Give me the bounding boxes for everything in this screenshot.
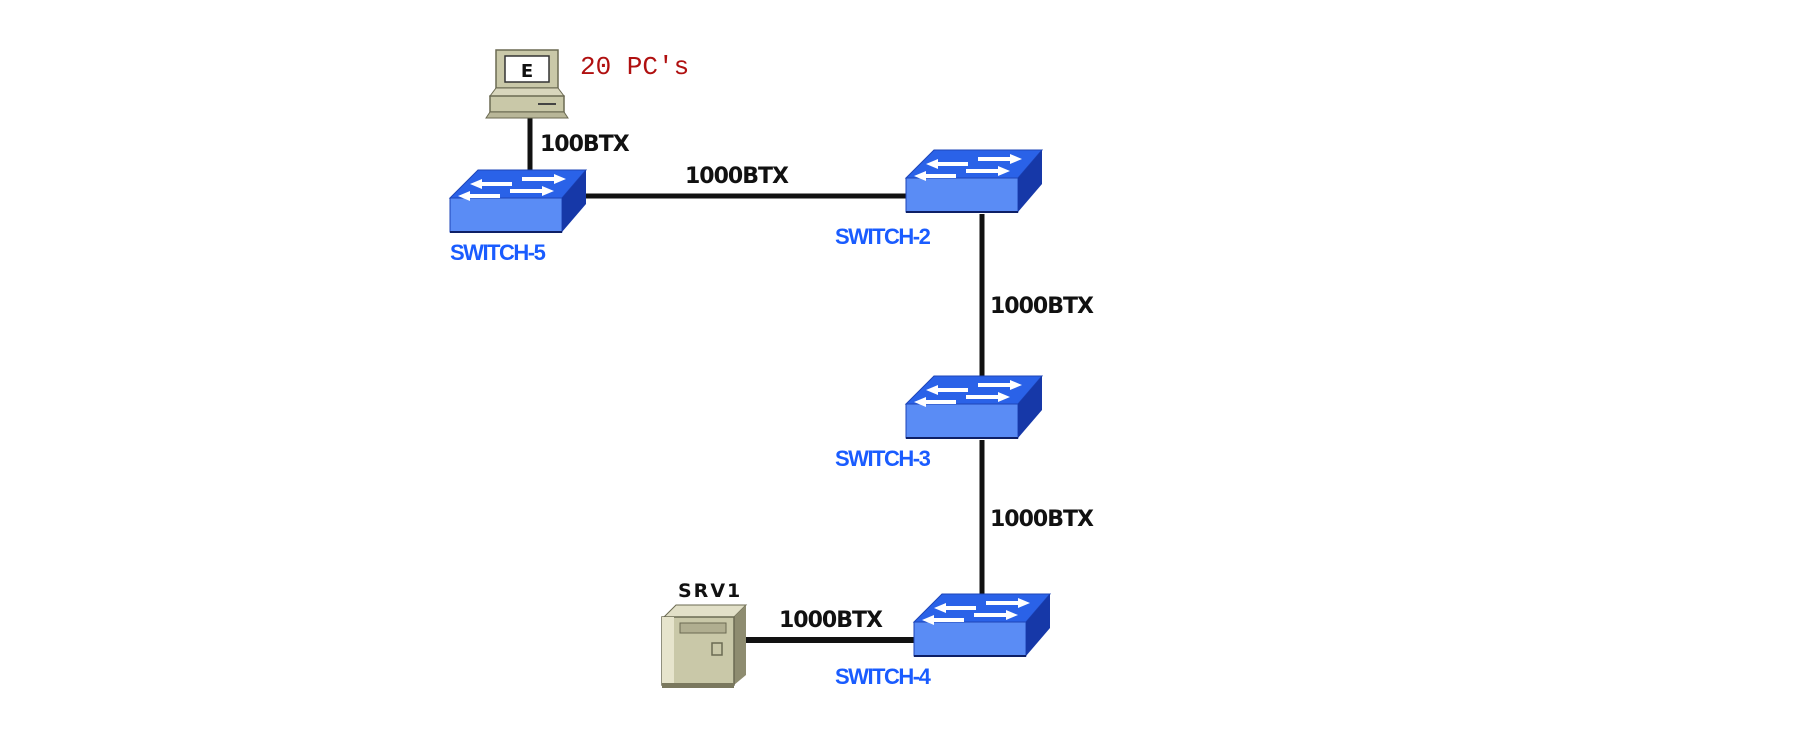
server-icon (661, 604, 748, 688)
link-label-switch3-switch4: 1000BTX (990, 507, 1094, 532)
switch5-label: SWITCH-5 (450, 240, 546, 265)
link-label-switch2-switch3: 1000BTX (990, 294, 1094, 319)
switch-icon (905, 149, 1043, 213)
pc-node[interactable]: E (485, 49, 569, 119)
switch-icon (905, 375, 1043, 439)
computer-icon: E (485, 49, 569, 119)
link-label-srv1-switch4: 1000BTX (779, 608, 883, 633)
pc-count-note: 20 PC's (580, 52, 690, 82)
switch4-label: SWITCH-4 (835, 664, 931, 689)
switch-icon (449, 169, 587, 233)
links (527, 118, 985, 643)
switch2-label: SWITCH-2 (835, 224, 931, 249)
switch5-node[interactable] (449, 169, 587, 233)
switch3-label: SWITCH-3 (835, 446, 931, 471)
switch4-node[interactable] (913, 593, 1051, 657)
switch2-node[interactable] (905, 149, 1043, 213)
switch-icon (913, 593, 1051, 657)
link-label-pc-switch5: 100BTX (540, 132, 630, 157)
link-label-switch5-switch2: 1000BTX (685, 164, 789, 189)
screen-letter: E (521, 61, 533, 82)
srv1-node[interactable] (661, 604, 748, 688)
switch3-node[interactable] (905, 375, 1043, 439)
srv1-label: SRV1 (678, 580, 743, 602)
